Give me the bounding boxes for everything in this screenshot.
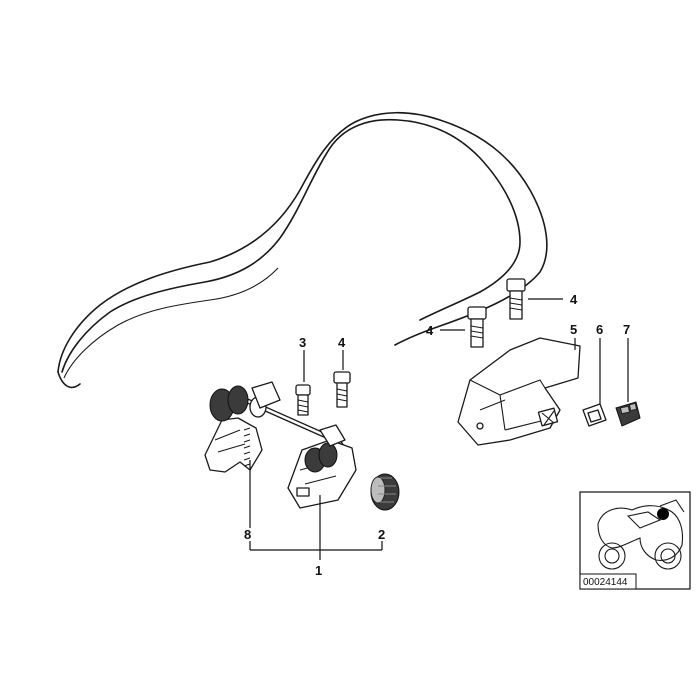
- callout-2: 2: [378, 527, 385, 542]
- callout-labels: 1 2 3 4 4 4 5 6 7 8: [244, 292, 630, 578]
- switch-part-7: [615, 401, 641, 427]
- seat-height-adjuster-assembly: [204, 381, 357, 509]
- callout-6: 6: [596, 322, 603, 337]
- plate-part-6: [582, 403, 607, 427]
- bracket-part-5: [457, 337, 581, 446]
- seat-location-marker: [657, 508, 669, 520]
- bolt-part-4-upper: [506, 278, 526, 320]
- callout-7: 7: [623, 322, 630, 337]
- callout-4-left: 4: [338, 335, 346, 350]
- callout-5: 5: [570, 322, 577, 337]
- leader-lines: [249, 298, 629, 560]
- bolt-part-4-lower: [467, 306, 487, 348]
- callout-8: 8: [244, 527, 251, 542]
- bolt-part-3: [295, 384, 311, 416]
- callout-3: 3: [299, 335, 306, 350]
- bolt-part-4-left: [333, 371, 351, 408]
- inset-reference-number: 00024144: [583, 577, 628, 588]
- motorcycle-inset: 00024144: [579, 491, 691, 590]
- callout-4-lower: 4: [426, 323, 434, 338]
- callout-1: 1: [315, 563, 322, 578]
- callout-4-upper: 4: [570, 292, 578, 307]
- knob-part-2: [370, 473, 400, 511]
